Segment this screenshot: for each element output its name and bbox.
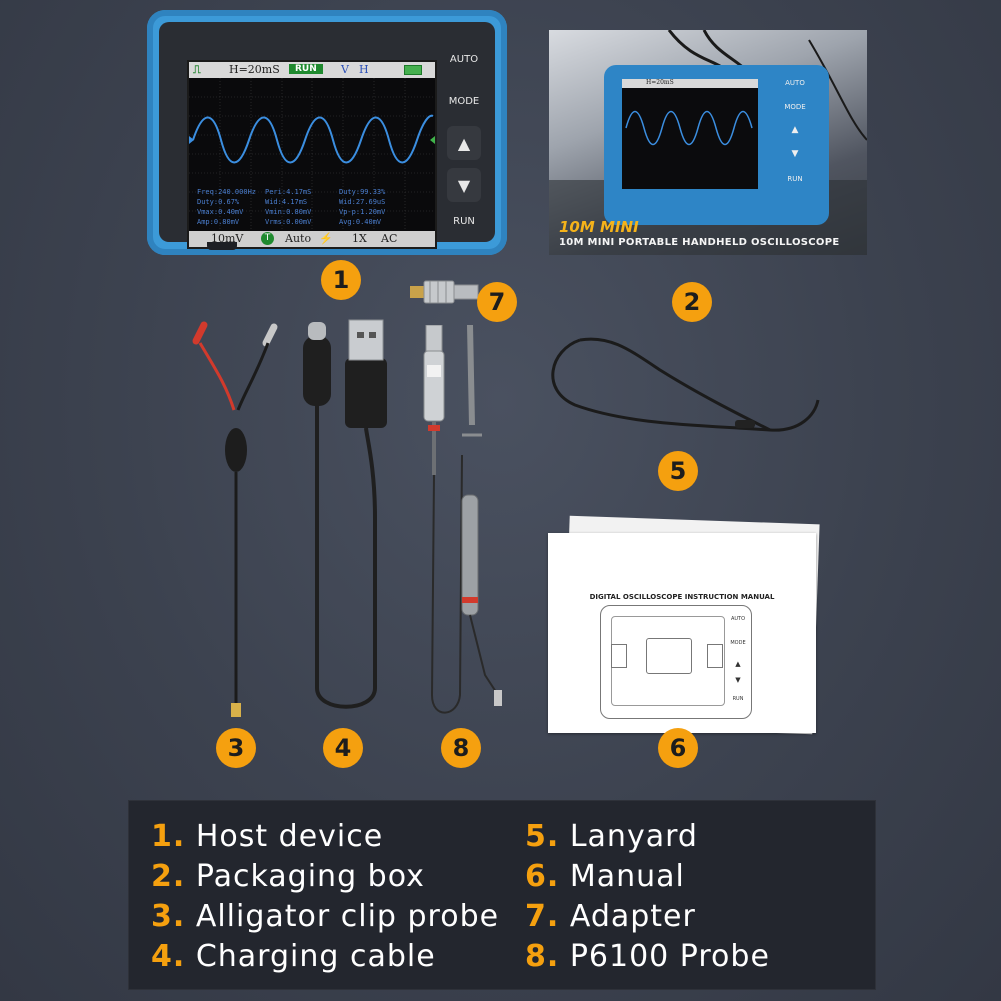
manual-up-icon: ▲ xyxy=(735,660,741,668)
device-screen: ⎍ H=20mS RUN V H xyxy=(187,60,437,249)
timebase-label: H=20mS xyxy=(229,63,280,76)
edge-icon: ⚡ xyxy=(319,232,333,245)
down-arrow-icon[interactable]: ▼ xyxy=(447,168,481,202)
battery-icon xyxy=(404,65,422,75)
readout-wid2: Wid:27.69uS xyxy=(339,198,386,206)
readout-row-1: Freq:240.000Hz xyxy=(197,188,257,196)
device-face: ⎍ H=20mS RUN V H xyxy=(159,22,495,249)
trigger-icon: ⎍ xyxy=(193,63,201,76)
legend-item-adapter: 7. Adapter xyxy=(525,899,696,934)
legend-item-p6100-probe: 8. P6100 Probe xyxy=(525,939,770,974)
probe-hook xyxy=(467,325,475,426)
run-status: RUN xyxy=(289,64,323,74)
adapter-body xyxy=(423,280,455,304)
v-label: V xyxy=(341,63,349,76)
device-stand-notch xyxy=(207,242,237,250)
screen-grid xyxy=(189,78,435,231)
adapter-pin xyxy=(410,286,424,298)
badge-7: 7 xyxy=(477,282,517,322)
badge-2: 2 xyxy=(672,282,712,322)
probe-splitter xyxy=(225,428,247,472)
screen-bottom-bar: 10mV T Auto ⚡ 1X AC xyxy=(189,231,435,247)
channel-marker xyxy=(189,136,194,144)
alligator-clip-probe xyxy=(192,321,278,717)
packaging-device-screen: H=20mS xyxy=(622,79,758,189)
readout-amp: Amp:0.80mV xyxy=(197,218,240,226)
up-arrow-icon[interactable]: ▲ xyxy=(447,126,481,160)
packaging-title: 10M MINI xyxy=(559,218,639,236)
packaging-mode-label: MODE xyxy=(784,103,806,111)
run-button[interactable]: RUN xyxy=(453,216,475,227)
black-clip xyxy=(262,323,278,347)
readout-peri: Peri:4.17mS xyxy=(265,188,312,196)
sine-wave xyxy=(192,114,434,164)
bnc-connector xyxy=(425,325,443,352)
packaging-device: H=20mS AUTO MODE ▲ ▼ RUN xyxy=(604,65,829,225)
legend-item-packaging-box: 2. Packaging box xyxy=(151,859,425,894)
usb-a-plug xyxy=(345,358,387,428)
manual-run-label: RUN xyxy=(732,696,744,702)
bnc-adapter xyxy=(410,280,479,304)
probe-switch-box xyxy=(423,350,445,422)
packaging-waveform xyxy=(625,110,753,146)
packaging-run-label: RUN xyxy=(787,175,803,183)
readout-vmax: Vmax:0.40mV xyxy=(197,208,244,216)
lanyard-clasp xyxy=(735,420,755,428)
host-device: ⎍ H=20mS RUN V H xyxy=(147,10,507,255)
packaging-up-icon: ▲ xyxy=(791,125,799,135)
legend-item-manual: 6. Manual xyxy=(525,859,685,894)
badge-8: 8 xyxy=(441,728,481,768)
manual-mode-label: MODE xyxy=(730,640,746,646)
readout-vpp: Vp-p:1.20mV xyxy=(339,208,386,216)
readout-avg: Avg:0.40mV xyxy=(339,218,382,226)
trigger-mode-label: Auto xyxy=(285,232,312,245)
p6100-probe xyxy=(423,325,502,714)
readout-wid: Wid:4.17mS xyxy=(265,198,308,206)
badge-1: 1 xyxy=(321,260,361,300)
screen-status-bar: ⎍ H=20mS RUN V H xyxy=(189,62,435,78)
coupling-label: AC xyxy=(381,232,398,245)
waveform-display xyxy=(189,78,435,231)
device-buttons: AUTO MODE ▲ ▼ RUN xyxy=(433,44,495,254)
usb-c-plug xyxy=(303,336,331,406)
packaging-subtitle: 10M MINI PORTABLE HANDHELD OSCILLOSCOPE xyxy=(559,237,840,248)
badge-5: 5 xyxy=(658,451,698,491)
readout-vmin: Vmin:0.80mV xyxy=(265,208,312,216)
trigger-marker xyxy=(430,136,435,144)
manual-down-icon: ▼ xyxy=(735,676,741,684)
legend-item-lanyard: 5. Lanyard xyxy=(525,819,698,854)
legend-item-alligator-clip-probe: 3. Alligator clip probe xyxy=(151,899,500,934)
readout-vrms: Vrms:0.00mV xyxy=(265,218,312,226)
packaging-timebase: H=20mS xyxy=(622,79,758,88)
legend-item-host-device: 1. Host device xyxy=(151,819,384,854)
instruction-manual: DIGITAL OSCILLOSCOPE INSTRUCTION MANUAL … xyxy=(548,533,816,733)
packaging-down-icon: ▼ xyxy=(791,149,799,159)
h-label: H xyxy=(359,63,369,76)
badge-4: 4 xyxy=(323,728,363,768)
charging-cable xyxy=(303,319,387,709)
package-contents-legend: 1. Host device 2. Packaging box 3. Allig… xyxy=(128,800,876,990)
readout-duty2: Duty:0.67% xyxy=(197,198,240,206)
volts-div-label: 10mV xyxy=(211,232,244,245)
badge-6: 6 xyxy=(658,728,698,768)
trigger-badge: T xyxy=(261,232,274,245)
manual-auto-label: AUTO xyxy=(730,616,746,622)
legend-item-charging-cable: 4. Charging cable xyxy=(151,939,436,974)
auto-button[interactable]: AUTO xyxy=(449,54,479,65)
manual-device-drawing: AUTO MODE ▲ ▼ RUN xyxy=(600,605,752,719)
mode-button[interactable]: MODE xyxy=(448,96,480,107)
packaging-auto-label: AUTO xyxy=(785,79,805,87)
lanyard xyxy=(551,337,820,432)
manual-title: DIGITAL OSCILLOSCOPE INSTRUCTION MANUAL xyxy=(589,593,775,601)
probe-factor-label: 1X xyxy=(352,232,367,245)
red-clip xyxy=(192,321,208,345)
readout-duty: Duty:99.33% xyxy=(339,188,386,196)
badge-3: 3 xyxy=(216,728,256,768)
packaging-photo: H=20mS AUTO MODE ▲ ▼ RUN 10M MINI 10M MI… xyxy=(549,30,867,255)
probe-connector xyxy=(231,703,241,717)
